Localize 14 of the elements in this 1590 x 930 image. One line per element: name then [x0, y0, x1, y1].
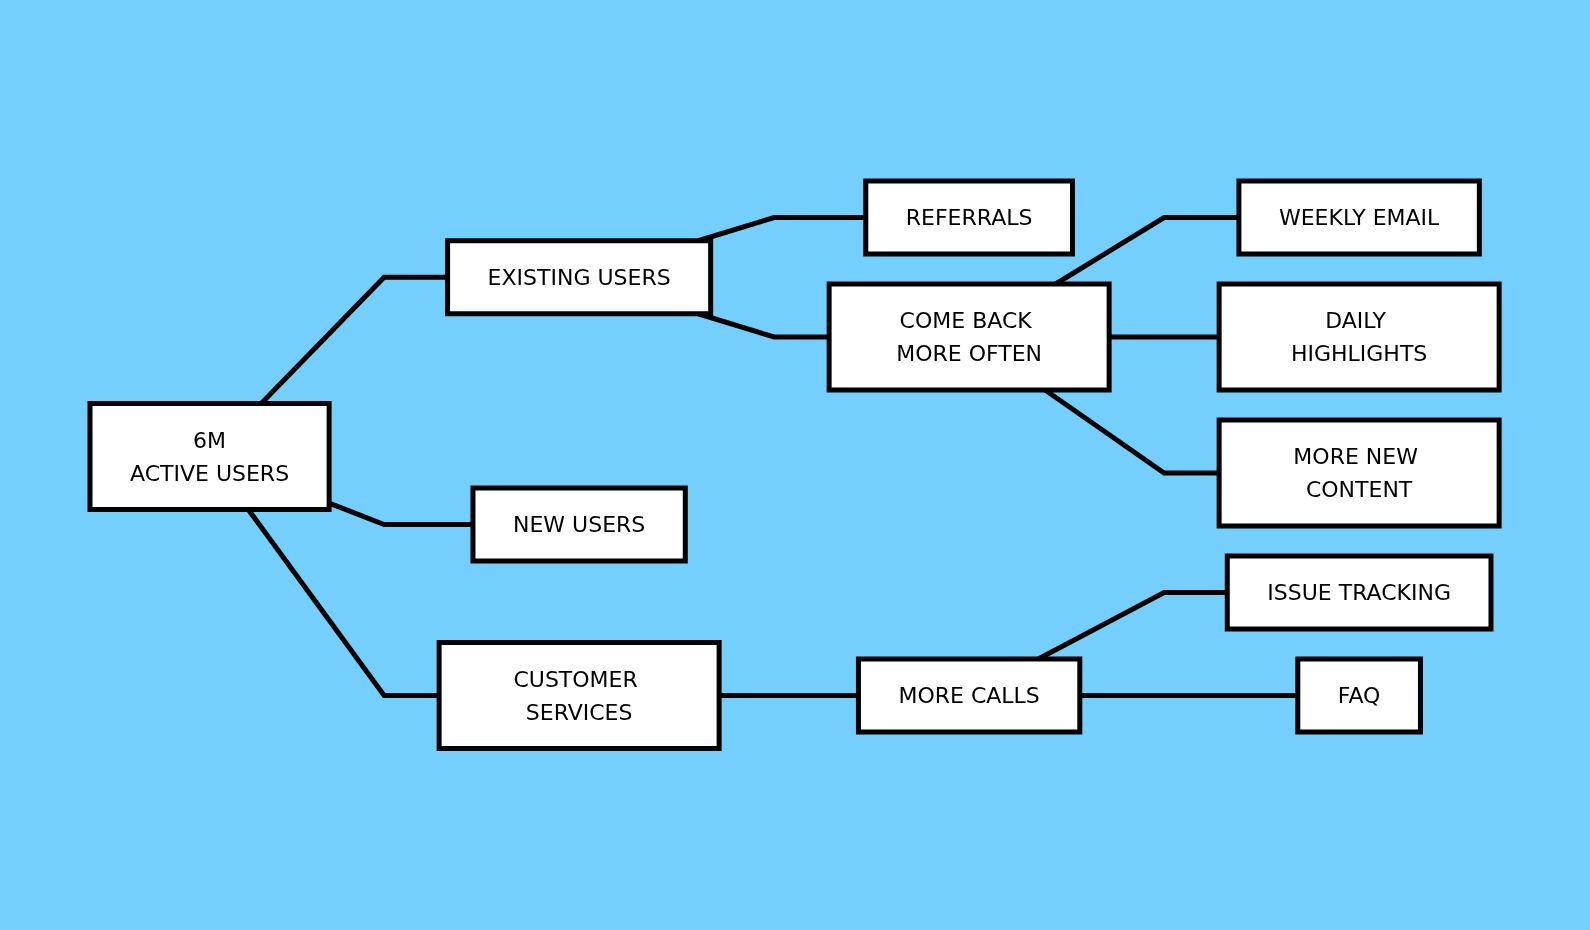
node-box: CUSTOMER SERVICES: [437, 640, 723, 752]
node-box: NEW USERS: [470, 485, 689, 564]
node-box: MORE NEW CONTENT: [1217, 417, 1503, 529]
node-box: WEEKLY EMAIL: [1236, 178, 1483, 257]
node-box: 6M ACTIVE USERS: [87, 401, 333, 513]
connector: [1109, 334, 1220, 340]
connector: [719, 693, 859, 699]
node-box: COME BACK MORE OFTEN: [827, 281, 1113, 393]
node-box: REFERRALS: [863, 178, 1076, 257]
node-box: FAQ: [1295, 656, 1424, 735]
node-box: EXISTING USERS: [445, 238, 714, 317]
node-box: ISSUE TRACKING: [1225, 553, 1494, 632]
node-box: MORE CALLS: [856, 656, 1083, 735]
node-box: DAILY HIGHLIGHTS: [1217, 281, 1503, 393]
